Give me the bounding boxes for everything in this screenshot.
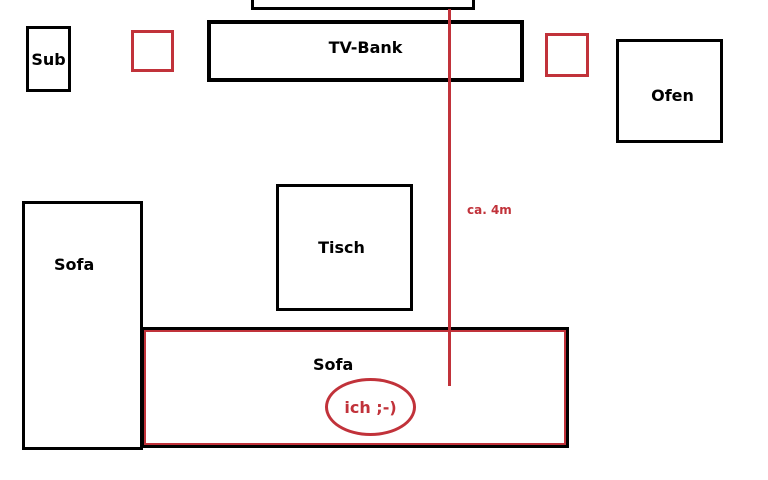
sofa-left: Sofa xyxy=(22,201,143,450)
speaker-right xyxy=(545,33,589,77)
tv-screen xyxy=(251,0,475,10)
tv-bank-label: TV-Bank xyxy=(328,38,403,57)
ofen: Ofen xyxy=(616,39,723,143)
sofa-bottom-label: Sofa xyxy=(313,355,354,374)
tv-bank: TV-Bank xyxy=(207,20,524,82)
tisch: Tisch xyxy=(276,184,413,311)
sofa-bottom xyxy=(141,327,569,448)
tisch-label: Tisch xyxy=(318,238,365,257)
me-ellipse: ich ;-) xyxy=(325,378,416,436)
sub-label: Sub xyxy=(31,49,66,69)
ofen-label: Ofen xyxy=(651,85,694,105)
me-label: ich ;-) xyxy=(344,397,397,417)
distance-line xyxy=(448,9,451,386)
sofa-left-label: Sofa xyxy=(54,255,95,274)
speaker-left xyxy=(131,30,174,72)
distance-label: ca. 4m xyxy=(467,203,512,217)
subwoofer: Sub xyxy=(26,26,71,92)
